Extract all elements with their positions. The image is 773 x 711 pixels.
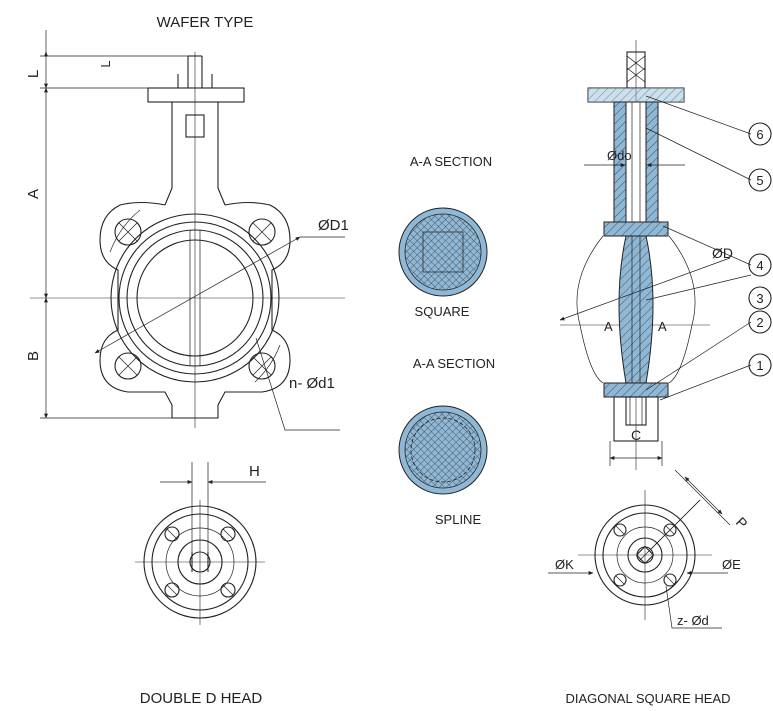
wafer-type-title: WAFER TYPE [157,14,254,31]
callout-1: 1 [748,353,772,377]
callout-3: 3 [748,286,772,310]
callout-6: 6 [748,122,772,146]
dim-label-d1: ØD1 [318,217,349,234]
section-title-bottom: A-A SECTION [413,356,495,371]
double-d-head-view [135,462,266,625]
dim-label-c: C [631,427,641,443]
diagonal-square-head-title: DIAGONAL SQUARE HEAD [566,691,731,706]
callout-5: 5 [748,168,772,192]
svg-text:3: 3 [756,291,763,306]
side-section-view [559,40,752,470]
double-d-head-title: DOUBLE D HEAD [140,690,263,707]
dim-label-zd: z- Ød [677,613,709,628]
wafer-body-view [30,30,345,431]
dim-label-do: Ødo [607,148,632,163]
dim-label-d: ØD [712,245,733,261]
spline-section [398,405,488,495]
svg-text:6: 6 [756,127,763,142]
dim-label-b: B [25,351,42,361]
dim-label-nd1: n- Ød1 [289,375,335,392]
svg-text:4: 4 [756,258,763,273]
dim-label-h: H [249,463,260,480]
diagonal-square-head-view [548,469,731,629]
callout-4: 4 [748,253,772,277]
dim-label-a: A [25,189,42,199]
svg-text:1: 1 [756,358,763,373]
dim-label-a-right: A [658,319,667,334]
dim-label-p: P [733,514,751,532]
dim-label-k: ØK [555,557,574,572]
dim-label-a-left: A [604,319,613,334]
callout-2: 2 [748,310,772,334]
dim-label-e: ØE [722,557,741,572]
section-label-square: SQUARE [415,304,470,319]
svg-text:5: 5 [756,173,763,188]
dim-label-l-horizontal: L [98,60,113,67]
square-section [398,207,488,297]
dim-label-l-vertical: L [25,70,42,78]
svg-text:2: 2 [756,315,763,330]
section-title-top: A-A SECTION [410,154,492,169]
section-label-spline: SPLINE [435,512,482,527]
